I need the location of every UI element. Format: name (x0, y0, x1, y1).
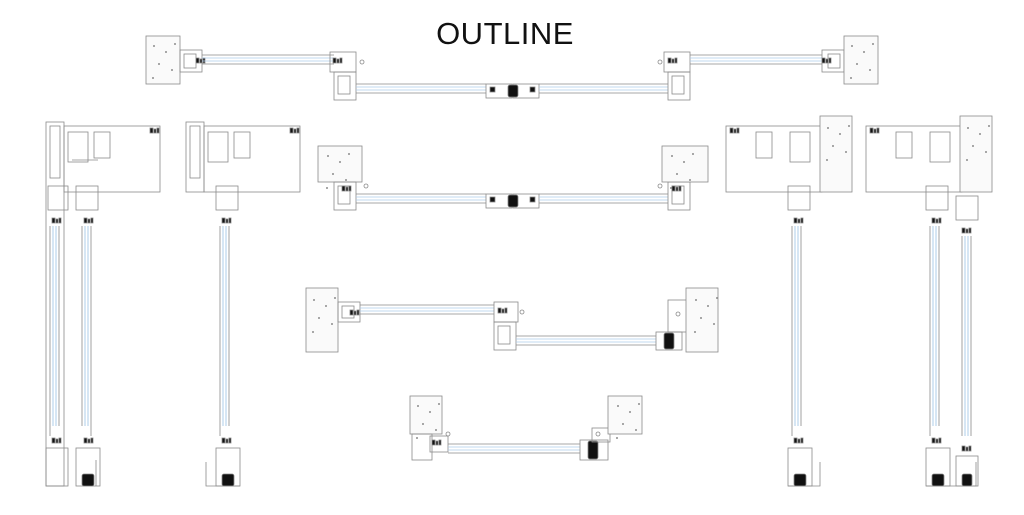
page-title: OUTLINE (436, 16, 574, 51)
detail-center-offset (305, 287, 719, 353)
detail-top-center (145, 35, 879, 101)
detail-left-double (45, 121, 161, 487)
detail-right-double (865, 115, 993, 487)
detail-left-single (185, 121, 301, 487)
detail-bottom-center (409, 395, 643, 461)
detail-middle-center (317, 145, 709, 211)
detail-right-single (725, 115, 853, 487)
